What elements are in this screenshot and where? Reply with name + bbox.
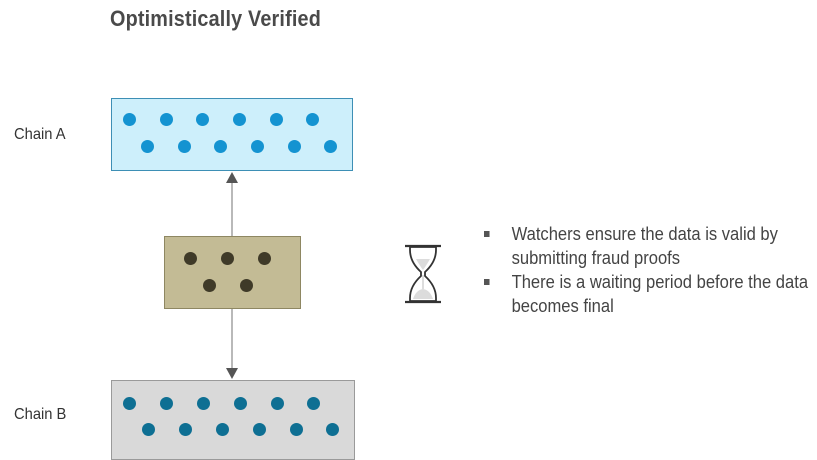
arrowhead-up xyxy=(226,172,238,183)
chain-a-node xyxy=(123,113,136,126)
relay-node xyxy=(240,279,253,292)
chain-a-node xyxy=(251,140,264,153)
chain-b-label: Chain B xyxy=(14,406,67,423)
chain-a-node xyxy=(214,140,227,153)
chain-a-node xyxy=(306,113,319,126)
chain-a-node xyxy=(270,113,283,126)
relay-block xyxy=(164,236,301,309)
relay-node xyxy=(258,252,271,265)
chain-b-node xyxy=(216,423,229,436)
chain-a-node xyxy=(288,140,301,153)
chain-a-node xyxy=(233,113,246,126)
diagram-title: Optimistically Verified xyxy=(110,6,322,31)
hourglass-icon xyxy=(405,244,441,304)
chain-a-node xyxy=(178,140,191,153)
relay-node xyxy=(184,252,197,265)
chain-a-block xyxy=(111,98,353,171)
chain-a-node xyxy=(196,113,209,126)
list-item: Watchers ensure the data is valid by sub… xyxy=(484,222,817,270)
square-bullet-icon xyxy=(484,279,490,285)
chain-b-node xyxy=(271,397,284,410)
bullet-text: Watchers ensure the data is valid by sub… xyxy=(511,224,778,268)
chain-b-node xyxy=(160,397,173,410)
arrowhead-down xyxy=(226,368,238,379)
chain-b-node xyxy=(290,423,303,436)
chain-a-node xyxy=(141,140,154,153)
chain-b-node xyxy=(197,397,210,410)
chain-b-node xyxy=(326,423,339,436)
chain-b-node xyxy=(253,423,266,436)
square-bullet-icon xyxy=(484,231,490,237)
chain-b-node xyxy=(123,397,136,410)
chain-a-node xyxy=(324,140,337,153)
chain-b-node xyxy=(234,397,247,410)
chain-a-node xyxy=(160,113,173,126)
explanation-list: Watchers ensure the data is valid by sub… xyxy=(484,222,814,318)
list-item: There is a waiting period before the dat… xyxy=(484,270,817,318)
chain-b-node xyxy=(179,423,192,436)
relay-node xyxy=(203,279,216,292)
chain-b-node xyxy=(142,423,155,436)
bullet-text: There is a waiting period before the dat… xyxy=(511,272,809,316)
chain-a-label: Chain A xyxy=(14,126,66,143)
chain-b-block xyxy=(111,380,355,460)
chain-b-node xyxy=(307,397,320,410)
relay-node xyxy=(221,252,234,265)
